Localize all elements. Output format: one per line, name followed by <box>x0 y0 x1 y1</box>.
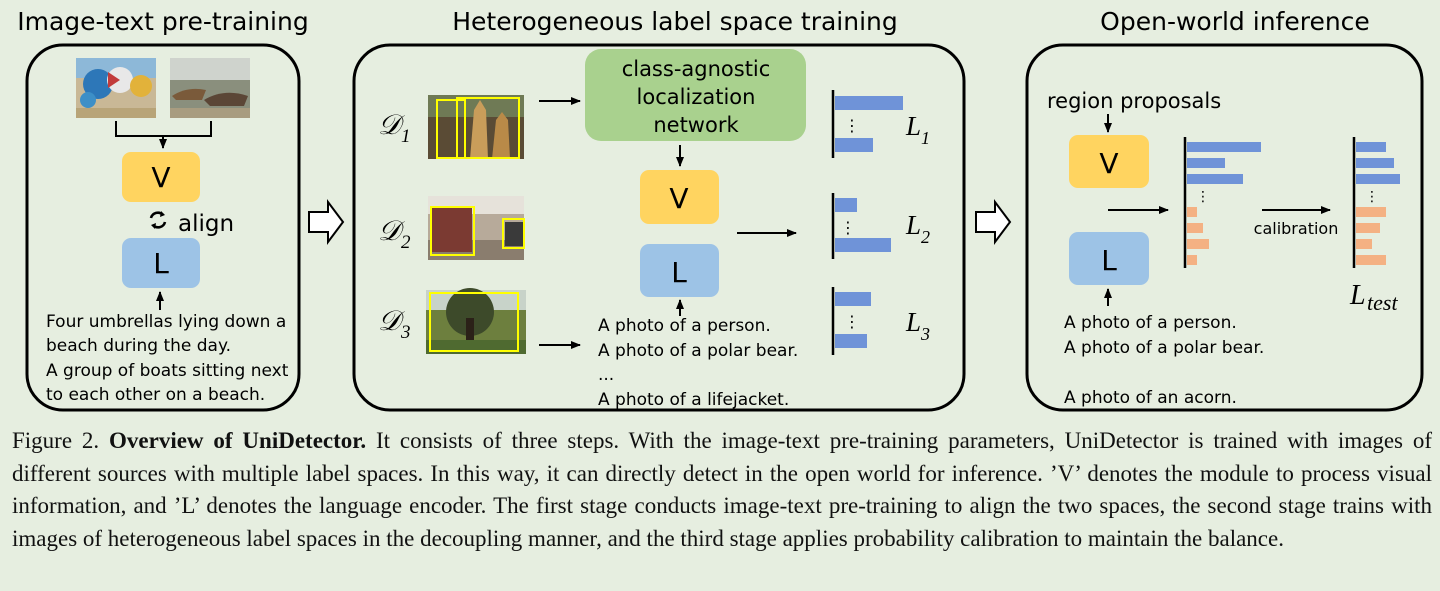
score-bar <box>1356 142 1386 152</box>
ellipsis: ⋮ <box>844 312 860 331</box>
score-bar <box>1356 207 1386 217</box>
openworld-prompt-3: A photo of an acorn. <box>1064 388 1237 408</box>
pretrain-caption-4: to each other on a beach. <box>46 385 265 405</box>
openworld-prompt-1: A photo of a person. <box>1064 313 1237 333</box>
v-box-openworld <box>1069 135 1149 188</box>
score-bar <box>835 96 903 110</box>
right-hollow-arrow-icon <box>975 199 1012 245</box>
panel-hetero <box>352 43 966 412</box>
pretrain-connector <box>115 121 212 148</box>
score-bar <box>1187 223 1203 233</box>
score-bar <box>1356 158 1394 168</box>
v-label-hetero: V <box>669 182 688 215</box>
caption-figure-label: Figure 2. <box>12 428 100 453</box>
score-group-2: ⋮ <box>831 193 891 259</box>
title-openworld: Open-world inference <box>1100 7 1370 36</box>
caption-bold-title: Overview of UniDetector. <box>109 428 367 453</box>
score-bar <box>1356 239 1372 249</box>
score-bar <box>835 138 873 152</box>
svg-text:2: 2 <box>401 232 411 253</box>
overview-diagram: Image-text pre-training Heterogeneous la… <box>17 7 1424 412</box>
score-bar <box>835 292 871 306</box>
svg-text:L: L <box>905 210 921 240</box>
calibrated-score-group: ⋮ <box>1352 137 1400 268</box>
score-bar <box>1187 207 1197 217</box>
hetero-prompt-1: A photo of a person. <box>598 316 771 336</box>
pretrain-caption-2: beach during the day. <box>46 336 231 356</box>
ellipsis: ⋮ <box>1365 189 1379 205</box>
align-label: align <box>178 211 234 237</box>
svg-text:1: 1 <box>401 126 411 147</box>
sync-cycle-icon <box>149 211 167 229</box>
score-group-1: ⋮ <box>831 90 903 158</box>
hetero-prompt-2: A photo of a polar bear. <box>598 341 798 361</box>
dataset-label-3: 𝒟 3 <box>378 306 411 343</box>
score-bar <box>1356 223 1380 233</box>
hetero-prompt-3: ... <box>598 365 614 385</box>
l-label-hetero: L <box>671 256 687 289</box>
loss-label-3: L 3 <box>905 307 930 344</box>
title-pretrain: Image-text pre-training <box>17 7 308 36</box>
right-hollow-arrow-icon <box>308 199 345 245</box>
loss-label-2: L 2 <box>905 210 930 247</box>
svg-text:L: L <box>1349 280 1366 311</box>
score-bar <box>1187 239 1209 249</box>
calibration-label: calibration <box>1254 219 1339 238</box>
svg-text:2: 2 <box>921 227 930 247</box>
ellipsis: ⋮ <box>840 218 856 237</box>
v-box-pretrain <box>122 152 200 202</box>
score-bar <box>835 198 857 212</box>
caption-text: It consists of three steps. With the ima… <box>12 428 1432 551</box>
v-label-openworld: V <box>1099 147 1118 180</box>
network-line-1: class-agnostic <box>622 57 771 81</box>
photo-tree <box>426 288 526 354</box>
v-label-pretrain: V <box>151 161 170 194</box>
score-bar <box>835 334 867 348</box>
panel-pretrain <box>25 43 301 412</box>
dataset-label-1: 𝒟 1 <box>378 110 411 147</box>
l-box-pretrain <box>122 238 200 288</box>
score-bar <box>1187 142 1261 152</box>
loss-label-1: L 1 <box>905 111 930 148</box>
l-label-pretrain: L <box>153 247 169 280</box>
loss-label-test: L test <box>1349 280 1398 315</box>
openworld-prompt-2: A photo of a polar bear. <box>1064 338 1264 358</box>
title-hetero: Heterogeneous label space training <box>452 7 898 36</box>
svg-text:3: 3 <box>920 324 930 344</box>
pretrain-caption-1: Four umbrellas lying down a <box>46 312 286 332</box>
svg-text:L: L <box>905 111 921 141</box>
l-box-openworld <box>1069 232 1149 285</box>
score-group-3: ⋮ <box>831 287 871 355</box>
svg-text:3: 3 <box>400 322 411 343</box>
svg-text:L: L <box>905 307 921 337</box>
pretrain-caption-3: A group of boats sitting next <box>46 361 289 381</box>
region-proposals-label: region proposals <box>1047 89 1221 113</box>
score-bar <box>1187 158 1225 168</box>
svg-text:test: test <box>1367 290 1398 315</box>
ellipsis: ⋮ <box>844 116 860 135</box>
dataset-label-2: 𝒟 2 <box>378 216 411 253</box>
score-bar <box>1356 174 1400 184</box>
ellipsis: ⋮ <box>1196 189 1210 205</box>
score-bar <box>1187 174 1243 184</box>
v-box-hetero <box>640 170 719 224</box>
l-label-openworld: L <box>1101 244 1117 277</box>
localization-network-box <box>585 49 806 141</box>
l-box-hetero <box>640 244 719 297</box>
score-bar <box>835 238 891 252</box>
raw-score-group: ⋮ <box>1183 137 1261 268</box>
panel-openworld <box>1025 43 1424 412</box>
photo-umbrellas <box>76 58 156 118</box>
hetero-prompt-4: A photo of a lifejacket. <box>598 390 789 410</box>
network-line-2: localization <box>637 85 756 109</box>
score-bar <box>1356 255 1386 265</box>
score-bar <box>1187 255 1197 265</box>
photo-giraffes <box>428 95 524 159</box>
network-line-3: network <box>653 113 739 137</box>
photo-gym <box>428 196 525 260</box>
figure-caption: Figure 2. Overview of UniDetector. It co… <box>12 425 1432 555</box>
photo-boats <box>170 58 250 118</box>
svg-text:1: 1 <box>921 128 930 148</box>
